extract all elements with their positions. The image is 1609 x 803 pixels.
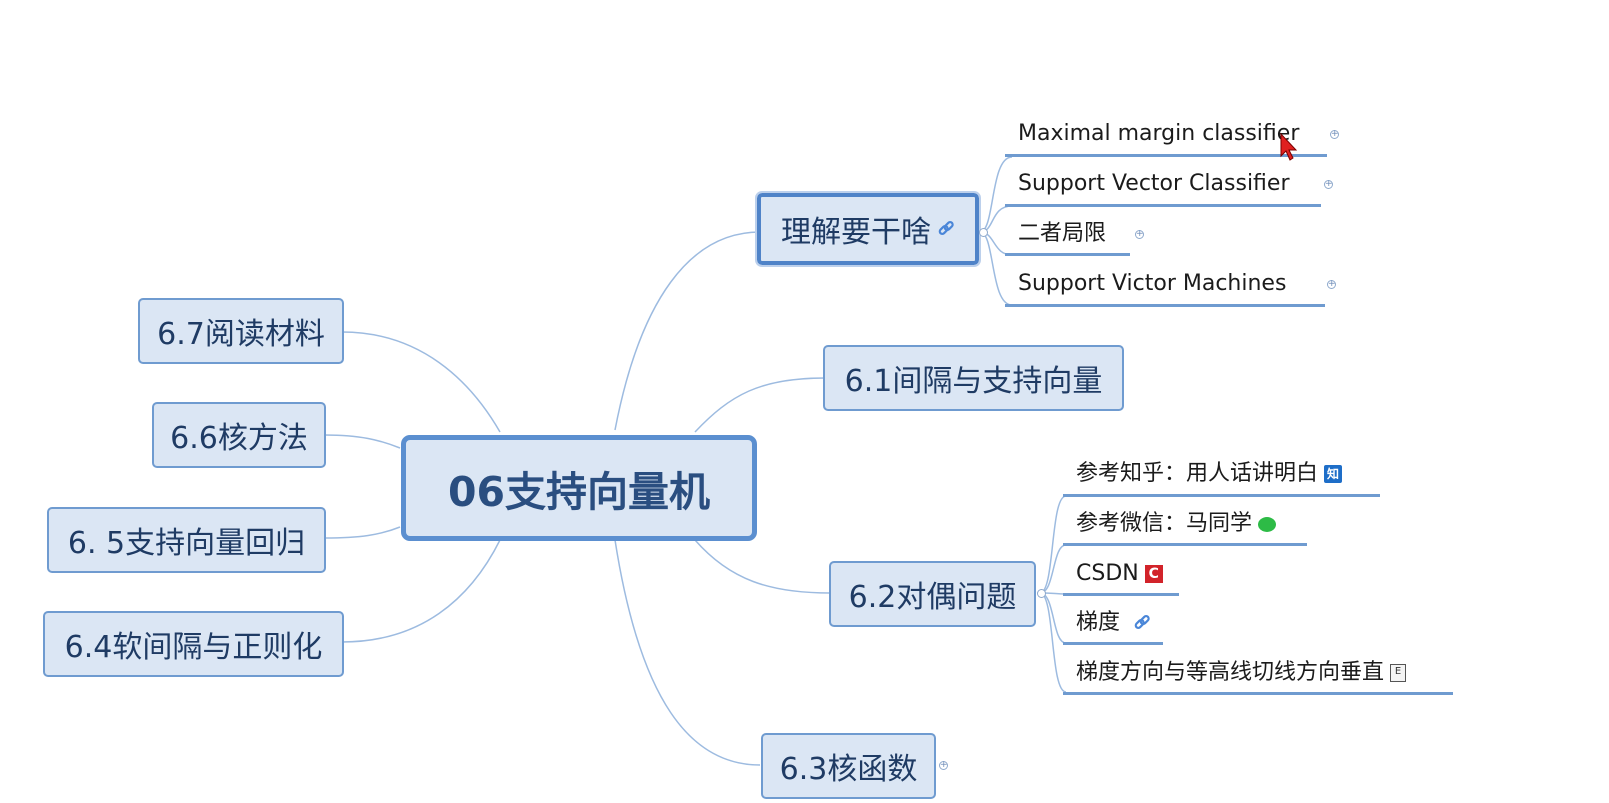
subtopic-underline xyxy=(1005,154,1327,157)
subtopic-limitations[interactable]: 二者局限 xyxy=(1018,221,1106,247)
connector-67 xyxy=(341,331,501,433)
subtopic-csdn[interactable]: CSDN C xyxy=(1076,561,1163,587)
branch-6-4-label: 6.4软间隔与正则化 xyxy=(64,630,323,665)
connector-65 xyxy=(324,526,401,539)
subtopic-label: Support Vector Classifier xyxy=(1018,171,1290,196)
branch-6-5[interactable]: 6. 5支持向量回归 xyxy=(47,507,326,573)
subtopic-gradient-contour[interactable]: 梯度方向与等高线切线方向垂直 E xyxy=(1076,660,1407,686)
connector-64 xyxy=(341,539,501,643)
branch-6-2-label: 6.2对偶问题 xyxy=(848,580,1017,615)
expand-limitations-button[interactable]: + xyxy=(1135,229,1144,239)
mouse-cursor-icon xyxy=(1280,132,1298,161)
branch-6-6-label: 6.6核方法 xyxy=(170,421,308,456)
link-icon[interactable] xyxy=(1133,614,1151,632)
subtopic-zhihu-reference[interactable]: 参考知乎：用人话讲明白知 xyxy=(1076,461,1343,487)
zhihu-icon[interactable]: 知 xyxy=(1324,465,1343,483)
subtopic-label: 参考知乎：用人话讲明白 xyxy=(1076,461,1319,486)
branch-6-7-label: 6.7阅读材料 xyxy=(157,317,325,352)
branch-6-5-label: 6. 5支持向量回归 xyxy=(67,526,306,561)
branch-6-4[interactable]: 6.4软间隔与正则化 xyxy=(43,611,344,677)
subtopic-underline xyxy=(1005,204,1321,207)
subtopic-gradient[interactable]: 梯度 xyxy=(1076,610,1151,636)
central-topic[interactable]: 06支持向量机 xyxy=(401,435,757,541)
subtopic-support-victor-machines[interactable]: Support Victor Machines xyxy=(1018,271,1286,297)
expand-6-3-button[interactable]: + xyxy=(939,760,948,770)
subtopic-underline xyxy=(1063,642,1163,645)
subtopic-label: 梯度方向与等高线切线方向垂直 xyxy=(1076,660,1385,685)
branch-understand-label: 理解要干啥 xyxy=(781,215,931,250)
link-icon[interactable] xyxy=(937,220,955,238)
branch-6-7[interactable]: 6.7阅读材料 xyxy=(138,298,344,364)
expand-support-victor-machines-button[interactable]: + xyxy=(1327,279,1336,289)
subtopic-support-vector-classifier[interactable]: Support Vector Classifier xyxy=(1018,171,1290,197)
branch-6-6[interactable]: 6.6核方法 xyxy=(152,402,326,468)
wechat-icon[interactable] xyxy=(1258,516,1277,532)
connector-understand xyxy=(614,231,761,431)
expand-maximal-margin-button[interactable]: + xyxy=(1330,129,1339,139)
subtopic-label: Support Victor Machines xyxy=(1018,271,1287,296)
branch-6-1[interactable]: 6.1间隔与支持向量 xyxy=(823,345,1124,411)
subtopic-underline xyxy=(1063,494,1380,497)
collapse-6-2-button[interactable] xyxy=(1037,589,1046,598)
csdn-icon[interactable]: C xyxy=(1144,565,1163,583)
subtopic-label: 参考微信：马同学 xyxy=(1076,511,1253,536)
branch-6-2[interactable]: 6.2对偶问题 xyxy=(829,561,1036,627)
branch-understand[interactable]: 理解要干啥 xyxy=(755,191,981,267)
subtopic-underline xyxy=(1063,593,1179,596)
subtopic-underline xyxy=(1063,692,1453,695)
central-topic-label: 06支持向量机 xyxy=(447,468,711,516)
subtopic-label: 二者局限 xyxy=(1018,221,1107,246)
subtopic-label: 梯度 xyxy=(1076,610,1121,635)
collapse-understand-button[interactable] xyxy=(979,228,988,237)
subtopic-label: Maximal margin classifier xyxy=(1018,121,1300,146)
subtopic-underline xyxy=(1063,543,1307,546)
connector-61 xyxy=(694,377,826,433)
document-icon[interactable]: E xyxy=(1390,664,1407,682)
subtopic-label: CSDN xyxy=(1076,561,1139,586)
branch-6-1-label: 6.1间隔与支持向量 xyxy=(844,364,1103,399)
subtopic-underline xyxy=(1005,253,1130,256)
expand-support-vector-classifier-button[interactable]: + xyxy=(1324,179,1333,189)
branch-6-3[interactable]: 6.3核函数 xyxy=(761,733,936,799)
connector-66 xyxy=(324,434,401,449)
connector-62 xyxy=(694,539,831,594)
subtopic-wechat-reference[interactable]: 参考微信：马同学 xyxy=(1076,511,1277,537)
branch-6-3-label: 6.3核函数 xyxy=(779,752,918,787)
subtopic-underline xyxy=(1005,304,1325,307)
subtopic-maximal-margin[interactable]: Maximal margin classifier xyxy=(1018,121,1299,147)
connector-63 xyxy=(614,539,761,766)
